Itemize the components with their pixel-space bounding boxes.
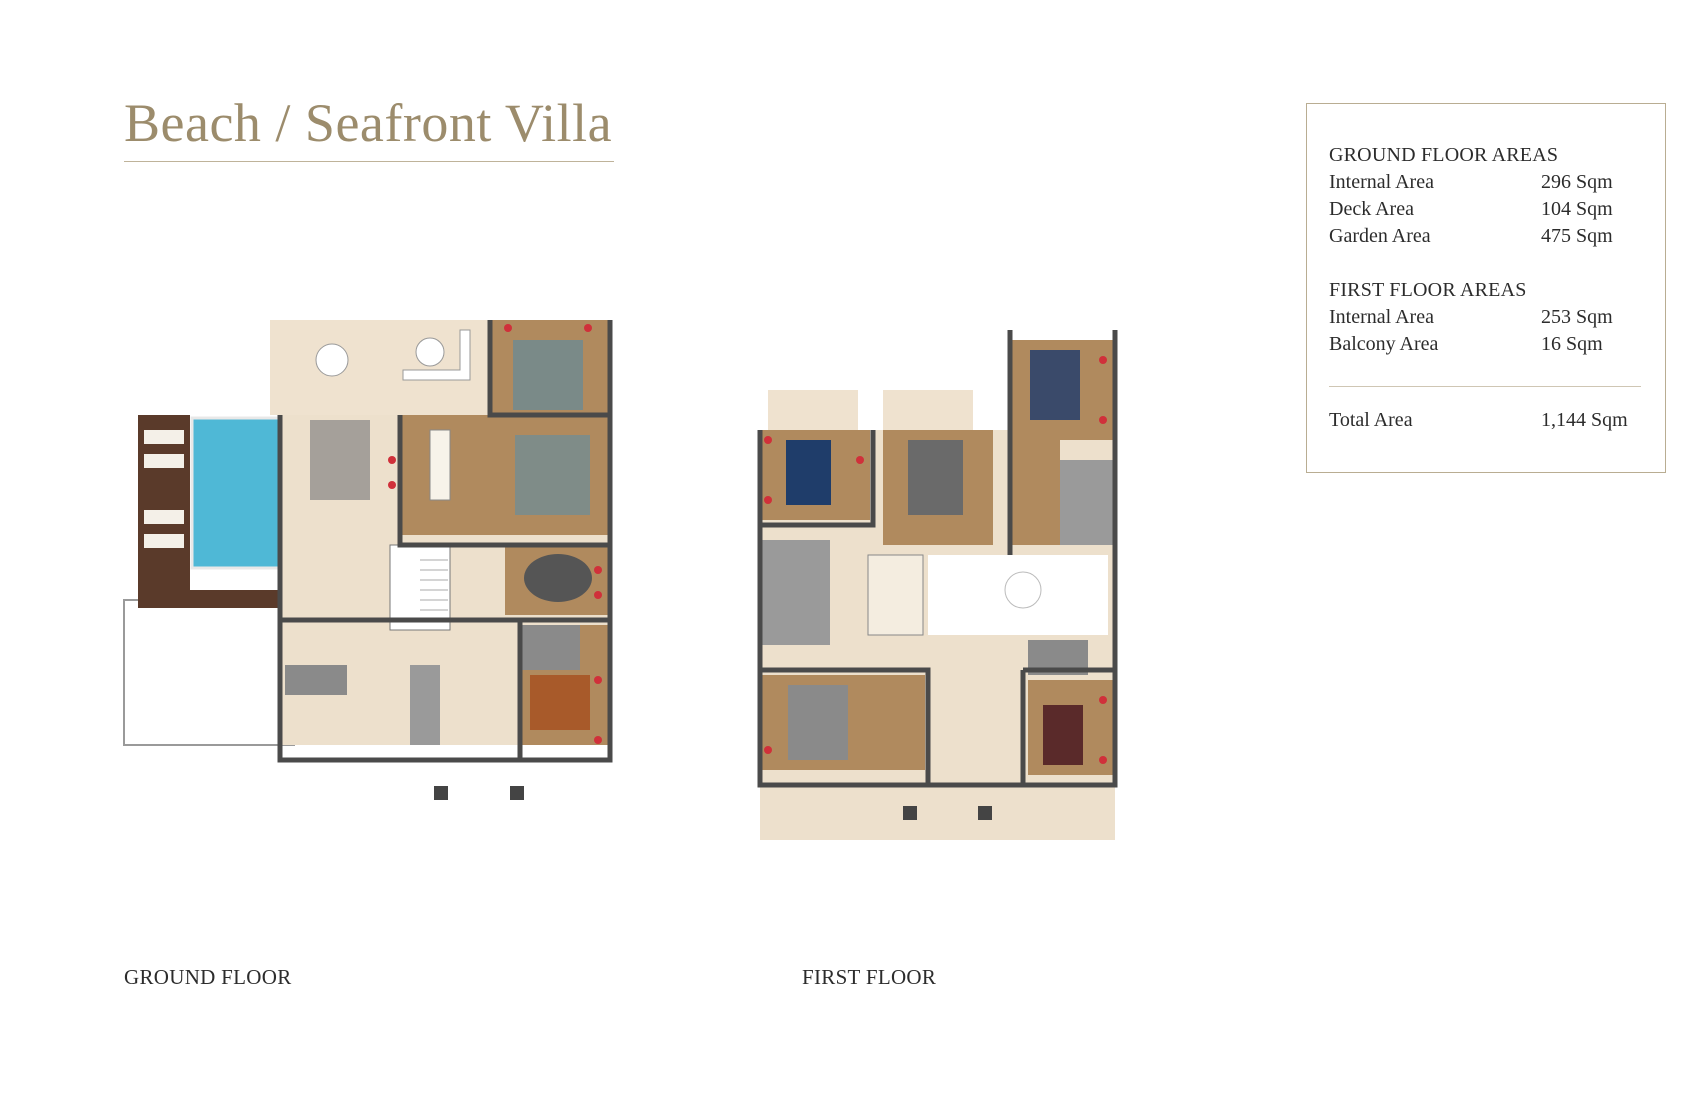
first-floor-label: FIRST FLOOR <box>802 965 937 989</box>
pillar-right <box>978 806 992 820</box>
round-table <box>524 554 592 602</box>
area-label: Internal Area <box>1329 306 1434 328</box>
bedroom-5-rug <box>1043 705 1083 765</box>
area-row: Deck Area 104 Sqm <box>1329 196 1641 223</box>
page-title: Beach / Seafront Villa <box>124 93 613 153</box>
atrium-void <box>928 555 1108 635</box>
master-closet <box>1010 440 1060 545</box>
staircase <box>389 544 451 631</box>
total-value: 1,144 Sqm <box>1541 409 1628 431</box>
pool-deck <box>138 415 190 590</box>
ground-floor-plan <box>123 320 613 800</box>
area-row: Balcony Area 16 Sqm <box>1329 331 1641 358</box>
master-rug <box>1030 350 1080 420</box>
entrance-pillar-left <box>434 786 448 800</box>
master-bathroom <box>1060 460 1115 545</box>
area-row: Internal Area 296 Sqm <box>1329 169 1641 196</box>
dining-table <box>429 429 451 501</box>
chandelier <box>1004 571 1042 609</box>
area-summary-box: GROUND FLOOR AREAS Internal Area 296 Sqm… <box>1306 103 1666 473</box>
area-label: Internal Area <box>1329 171 1434 193</box>
sun-loungers <box>144 430 184 548</box>
terrace-ottoman <box>415 337 445 367</box>
staircase-first <box>867 554 924 636</box>
jack-jill-bathrooms <box>760 540 830 645</box>
family-rug <box>513 340 583 410</box>
ground-floor-label: GROUND FLOOR <box>124 965 292 989</box>
area-value: 104 Sqm <box>1541 198 1613 220</box>
outdoor-terrace <box>270 320 490 415</box>
first-floor-plan <box>757 330 1118 840</box>
entrance-pillar-right <box>510 786 524 800</box>
powder-room <box>285 665 347 695</box>
balcony-right <box>883 390 973 435</box>
first-areas-heading: FIRST FLOOR AREAS <box>1329 279 1527 301</box>
area-value: 253 Sqm <box>1541 306 1613 328</box>
living-rug <box>310 420 370 500</box>
title-underline <box>124 161 614 162</box>
first-walls <box>757 330 1118 788</box>
area-label: Deck Area <box>1329 198 1414 220</box>
pool-deck-lower <box>138 590 288 608</box>
total-row: Total Area 1,144 Sqm <box>1329 407 1641 434</box>
garage-area <box>123 599 295 746</box>
outlet-markers <box>388 324 602 744</box>
lift-bath <box>410 665 440 745</box>
terrace-sofa <box>402 329 471 381</box>
area-label: Garden Area <box>1329 225 1431 247</box>
bedroom-2-rug <box>786 440 831 505</box>
area-row: Internal Area 253 Sqm <box>1329 304 1641 331</box>
guest-bathroom <box>520 625 580 670</box>
balcony-left <box>768 390 858 435</box>
bedroom-rug <box>530 675 590 730</box>
area-row: Garden Area 475 Sqm <box>1329 223 1641 250</box>
bedroom-3-rug <box>908 440 963 515</box>
bedroom-4-rug <box>788 685 848 760</box>
first-outlet-markers <box>764 356 1107 764</box>
area-value: 475 Sqm <box>1541 225 1613 247</box>
area-label: Balcony Area <box>1329 333 1439 355</box>
area-value: 16 Sqm <box>1541 333 1603 355</box>
area-value: 296 Sqm <box>1541 171 1613 193</box>
swimming-pool <box>190 416 282 570</box>
ground-areas-heading: GROUND FLOOR AREAS <box>1329 144 1559 166</box>
sitting-rug <box>515 435 590 515</box>
terrace-table <box>315 343 349 377</box>
total-label: Total Area <box>1329 409 1413 431</box>
ground-walls <box>277 320 613 763</box>
total-divider <box>1329 386 1641 387</box>
pillar-left <box>903 806 917 820</box>
